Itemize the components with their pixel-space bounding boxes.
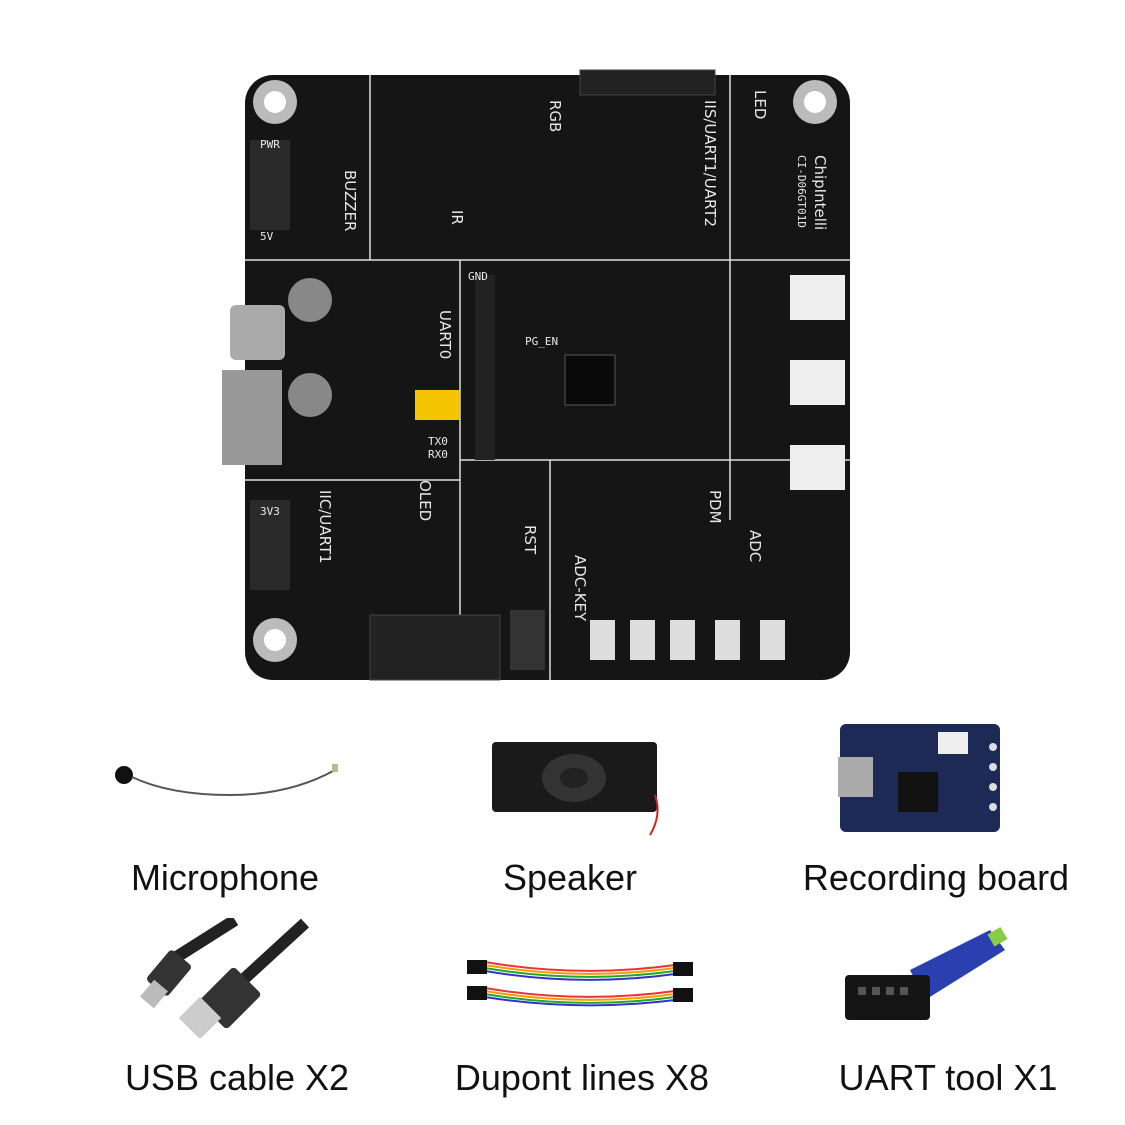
microphone-image bbox=[115, 764, 338, 797]
silk-5v: 5V bbox=[260, 230, 274, 243]
dupont-lines-label: Dupont lines X8 bbox=[454, 1057, 710, 1098]
uart-tool-image bbox=[845, 926, 1008, 1020]
silk-adc-key: ADC-KEY bbox=[571, 555, 589, 622]
usb-cable-image bbox=[140, 918, 310, 1038]
dev-board-image: ChipIntelli CI-D06GT01D PWR BUZZER IR RG… bbox=[222, 69, 850, 681]
silk-pwr: PWR bbox=[260, 138, 280, 151]
board-model: CI-D06GT01D bbox=[795, 155, 808, 228]
dupont-lines-image bbox=[467, 960, 693, 1007]
silk-rx0: RX0 bbox=[428, 448, 448, 461]
speaker-image bbox=[492, 742, 659, 836]
silk-pg-en: PG_EN bbox=[525, 335, 558, 348]
silk-tx0: TX0 bbox=[428, 435, 448, 448]
silk-gnd: GND bbox=[468, 270, 488, 283]
silk-oled: OLED bbox=[416, 480, 434, 521]
silk-buzzer: BUZZER bbox=[341, 170, 359, 231]
silk-rgb: RGB bbox=[546, 100, 564, 132]
silk-iic: IIC/UART1 bbox=[316, 490, 334, 564]
microphone-label: Microphone bbox=[130, 857, 320, 898]
recording-board-image bbox=[838, 724, 1000, 832]
silk-adc: ADC bbox=[746, 530, 764, 562]
silk-ir: IR bbox=[448, 210, 466, 225]
silk-led: LED bbox=[751, 90, 769, 119]
usb-cable-label: USB cable X2 bbox=[124, 1057, 350, 1098]
board-brand: ChipIntelli bbox=[811, 155, 829, 230]
silk-3v3: 3V3 bbox=[260, 505, 280, 518]
uart-tool-label: UART tool X1 bbox=[838, 1057, 1058, 1098]
silk-rst: RST bbox=[521, 525, 539, 555]
silk-pdm: PDM bbox=[706, 490, 724, 524]
silk-iis: IIS/UART1/UART2 bbox=[701, 100, 719, 227]
recording-board-label: Recording board bbox=[802, 857, 1070, 898]
silk-uart0: UART0 bbox=[436, 310, 454, 359]
speaker-label: Speaker bbox=[502, 857, 638, 898]
